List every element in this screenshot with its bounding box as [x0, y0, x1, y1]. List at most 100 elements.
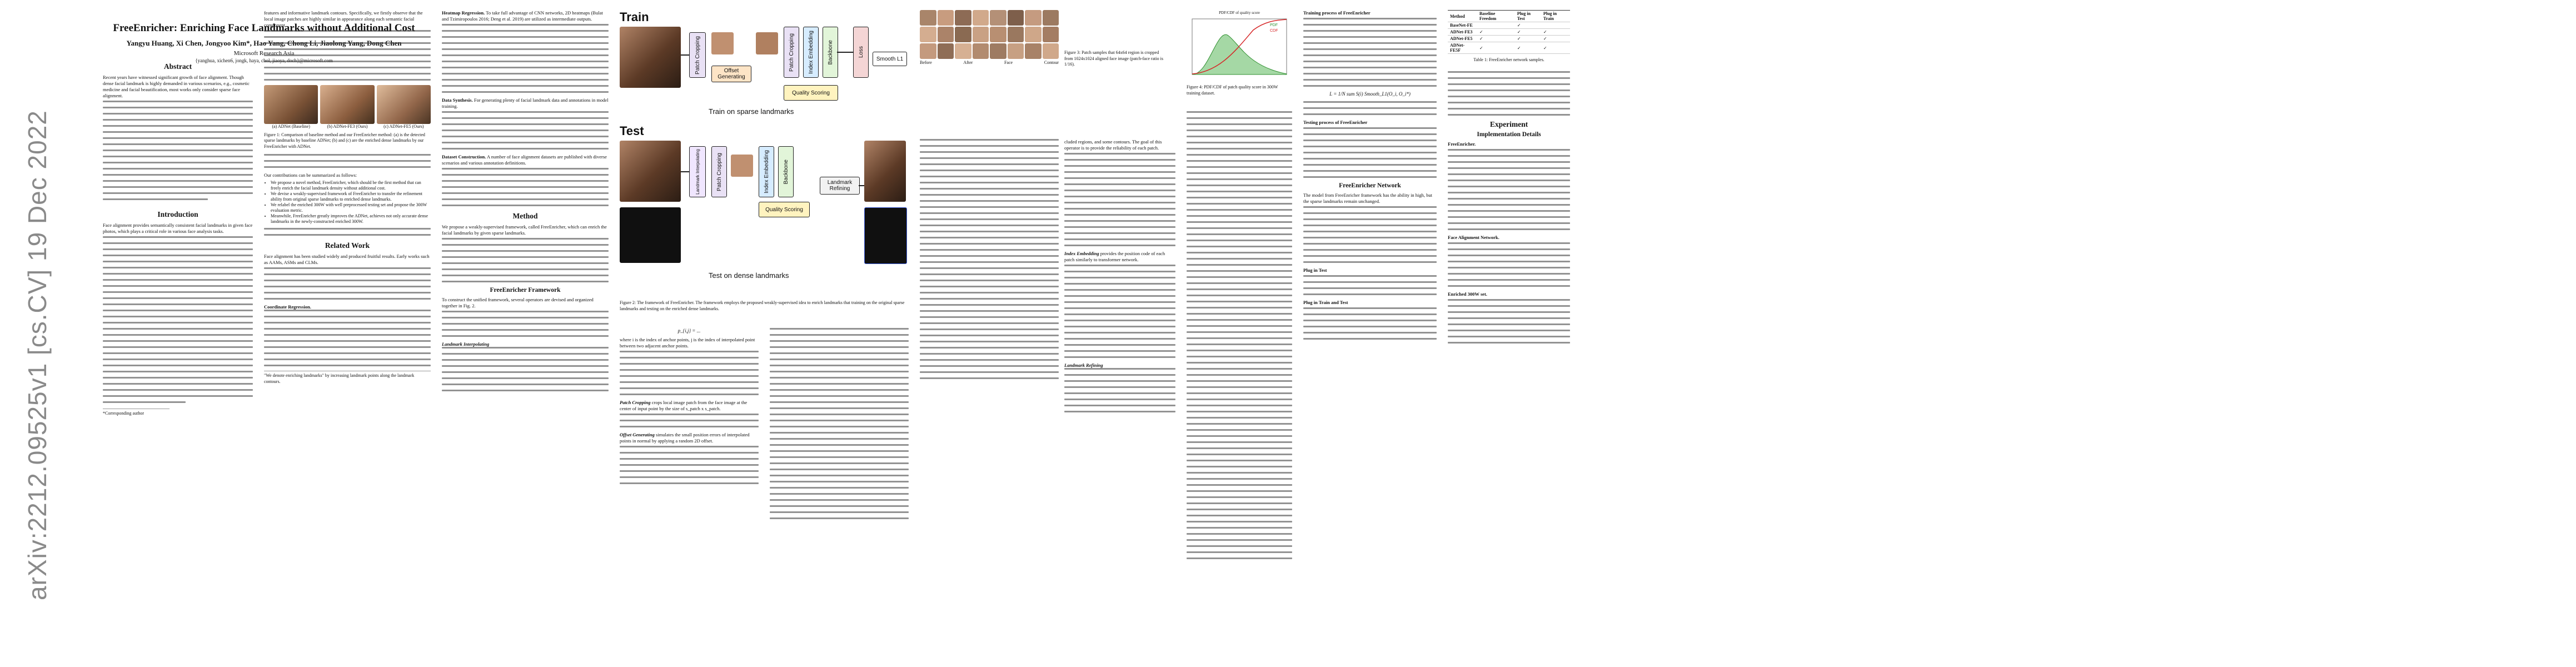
text-line: [442, 48, 609, 50]
text-line: [1448, 107, 1570, 109]
text-line: [920, 365, 1059, 367]
text-line: [1448, 298, 1570, 301]
text-line: [264, 228, 431, 230]
text-line: [1187, 160, 1292, 162]
text-line: [1187, 521, 1292, 522]
text-line: [1187, 258, 1292, 260]
fig1-panel-c: (c) ADNet-FE5 (Ours): [376, 85, 431, 130]
abstract-body-lines: [103, 101, 253, 200]
text-line: [103, 186, 253, 188]
text-line: [770, 420, 909, 421]
text-line: [103, 401, 186, 403]
text-line: [442, 244, 609, 246]
text-line: [1064, 271, 1175, 272]
text-line: [103, 242, 253, 244]
text-line: [1064, 238, 1175, 240]
synthesis-paragraph: Data Synthesis. For generating plenty of…: [442, 97, 609, 109]
text-line: [770, 352, 909, 354]
text-line: [1303, 113, 1437, 115]
text-line: [620, 414, 759, 415]
text-line: [920, 243, 1059, 245]
text-line: [442, 168, 609, 170]
text-line: [1187, 246, 1292, 247]
text-line: [442, 174, 609, 176]
page3-column-7: Training process of FreeEnricher L = 1/N…: [1303, 10, 1437, 344]
freeenricher-impl-paragraph: FreeEnricher.: [1448, 141, 1570, 147]
text-line: [1064, 326, 1175, 327]
abstract-first-line: Recent years have witnessed significant …: [103, 74, 250, 98]
text-line: [920, 267, 1059, 269]
landmark-refining-block: Landmark Refining: [820, 177, 860, 195]
face-image: [376, 85, 431, 124]
test-process-paragraph: Testing process of FreeEnricher: [1303, 120, 1437, 126]
text-line: [1448, 155, 1570, 157]
text-line: [442, 73, 609, 74]
test-face-image-dark: [620, 207, 681, 263]
patch-cropping-block-2: Patch Cropping: [784, 27, 799, 78]
text-line: [920, 176, 1059, 177]
text-line: [1448, 179, 1570, 181]
table-cell: ✓: [1541, 42, 1570, 54]
text-line: [770, 328, 909, 330]
text-line: [264, 36, 431, 38]
train-process-heading: Training process of FreeEnricher: [1303, 10, 1371, 16]
text-line: [1187, 539, 1292, 541]
text-line: [1303, 170, 1437, 172]
loss-block: Loss: [853, 27, 869, 78]
text-line: [1187, 399, 1292, 400]
table-cell: BaseNet-FE: [1448, 22, 1477, 29]
text-line: [770, 340, 909, 342]
page3-column-left: Before After Face Contour: [920, 10, 1059, 66]
text-line: [442, 186, 609, 188]
text-line: [920, 212, 1059, 214]
construction-heading: Dataset Construction.: [442, 154, 486, 160]
patch-cropping-block-test: Patch Cropping: [711, 146, 727, 197]
text-line: [770, 407, 909, 409]
table-row: BaseNet-FE ✓: [1448, 22, 1570, 29]
text-line: [264, 30, 431, 32]
text-line: [1303, 140, 1437, 141]
text-line: [1448, 191, 1570, 193]
text-line: [1187, 154, 1292, 156]
test-process-heading: Testing process of FreeEnricher: [1303, 120, 1368, 125]
text-line: [442, 61, 609, 62]
text-line: [920, 225, 1059, 226]
fig3-label: After: [963, 60, 973, 65]
freeenricher-impl-label: FreeEnricher.: [1448, 141, 1476, 147]
text-line: [1187, 405, 1292, 406]
text-line: [1064, 313, 1175, 315]
text-line: [264, 310, 431, 311]
text-line: [770, 377, 909, 379]
table-cell: ✓: [1477, 28, 1515, 36]
text-line: [1187, 380, 1292, 382]
text-line: [103, 198, 208, 200]
table-cell: ✓: [1514, 35, 1541, 42]
fig3-label: Contour: [1044, 60, 1059, 65]
face-image: [320, 85, 375, 124]
table-row: ADNet-FE5F ✓ ✓ ✓: [1448, 42, 1570, 54]
text-line: [1064, 368, 1175, 370]
text-line: [1448, 305, 1570, 307]
text-line: [442, 24, 609, 26]
text-line: [442, 192, 609, 194]
text-line: [264, 352, 431, 354]
result-landmark-image: [864, 207, 907, 264]
text-line: [620, 351, 759, 352]
text-line: [264, 42, 431, 44]
arxiv-id: arXiv:2212.09525v1 [cs.CV] 19 Dec 2022: [23, 110, 52, 600]
text-line: [920, 163, 1059, 165]
text-line: [442, 384, 609, 385]
text-line: [1187, 288, 1292, 290]
text-line: [1303, 206, 1437, 208]
text-line: [1448, 185, 1570, 187]
text-line: [264, 322, 431, 323]
patch-cropping-heading: Patch Cropping: [620, 400, 651, 405]
text-line: [1187, 472, 1292, 474]
text-line: [1448, 228, 1570, 230]
offset-paragraph: Offset Generating simulates the small po…: [620, 432, 759, 444]
text-line: [1303, 36, 1437, 38]
text-line: [770, 517, 909, 519]
text-line: [920, 347, 1059, 349]
text-line: [1187, 417, 1292, 419]
introduction-heading: Introduction: [157, 210, 198, 218]
